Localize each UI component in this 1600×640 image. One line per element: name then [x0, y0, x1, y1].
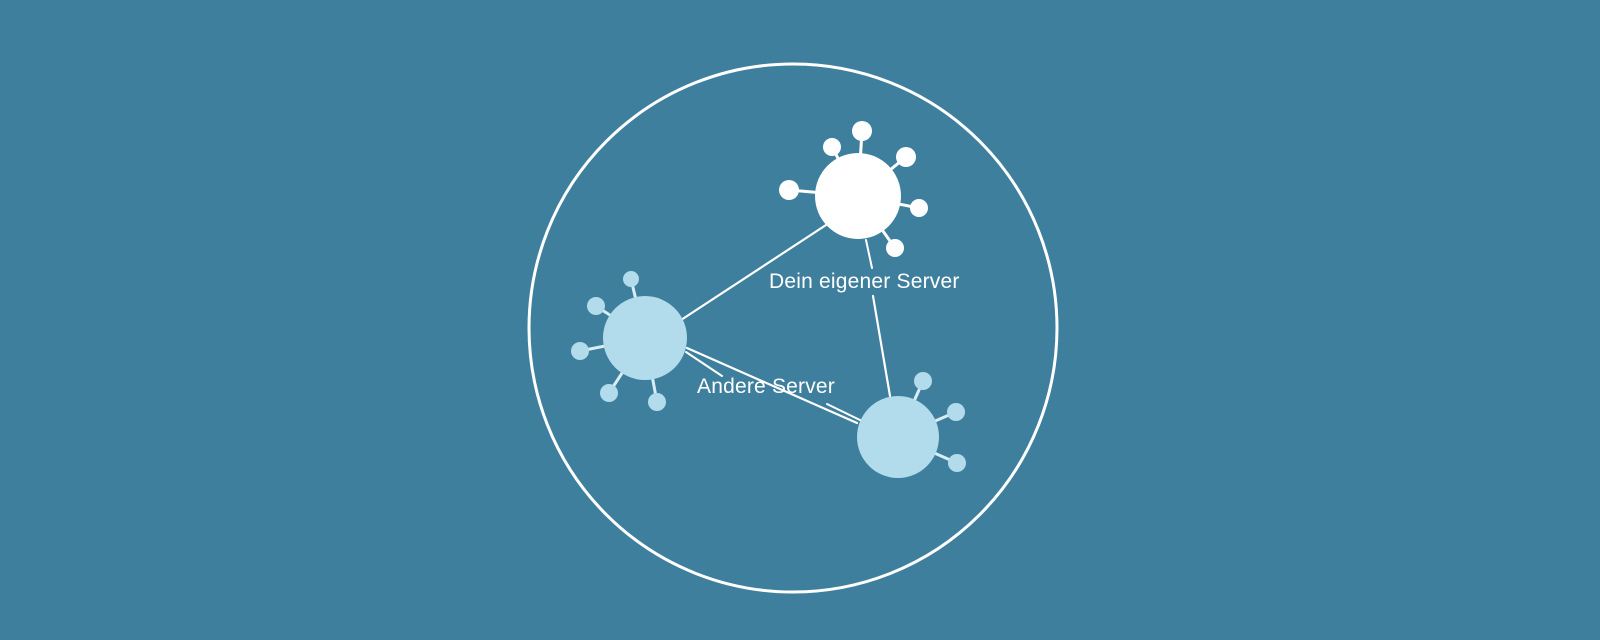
server-node-core-other-server-left[interactable]	[603, 296, 687, 380]
leader-other-server-left	[685, 351, 723, 377]
link-own-to-left	[679, 223, 828, 322]
server-node-other-server-left[interactable]	[571, 271, 687, 411]
server-node-other-server-bottom[interactable]	[857, 372, 966, 478]
server-node-core-other-server-bottom[interactable]	[857, 396, 939, 478]
server-node-group	[571, 121, 966, 478]
leader-own-server	[865, 239, 873, 269]
leader-other-server-bottom	[826, 403, 863, 422]
satellite-dot-own-server-5	[886, 239, 904, 257]
label-own-server: Dein eigener Server	[769, 270, 960, 293]
satellite-dot-other-server-left-3	[600, 384, 618, 402]
satellite-dot-own-server-2	[896, 147, 916, 167]
network-boundary-circle-outline	[527, 62, 1059, 594]
satellite-dot-own-server-1	[852, 121, 872, 141]
server-node-own-server[interactable]	[779, 121, 928, 257]
satellite-dot-other-server-bottom-2	[948, 454, 966, 472]
link-left-to-bottom	[685, 346, 859, 425]
node-link-group	[679, 223, 892, 425]
server-node-core-own-server[interactable]	[815, 153, 901, 239]
satellite-dot-other-server-bottom-0	[914, 372, 932, 390]
satellite-dot-other-server-left-1	[587, 297, 605, 315]
satellite-dot-other-server-left-2	[571, 342, 589, 360]
label-leader-line-group	[685, 239, 873, 422]
label-other-server: Andere Server	[697, 375, 835, 398]
satellite-dot-other-server-left-0	[623, 271, 639, 287]
satellite-dot-own-server-4	[910, 199, 928, 217]
satellite-dot-other-server-left-4	[648, 393, 666, 411]
link-own-to-bottom	[871, 294, 892, 398]
satellite-dot-own-server-3	[779, 180, 799, 200]
network-boundary-circle	[527, 62, 1059, 594]
satellite-dot-other-server-bottom-1	[947, 403, 965, 421]
satellite-dot-own-server-0	[823, 138, 841, 156]
